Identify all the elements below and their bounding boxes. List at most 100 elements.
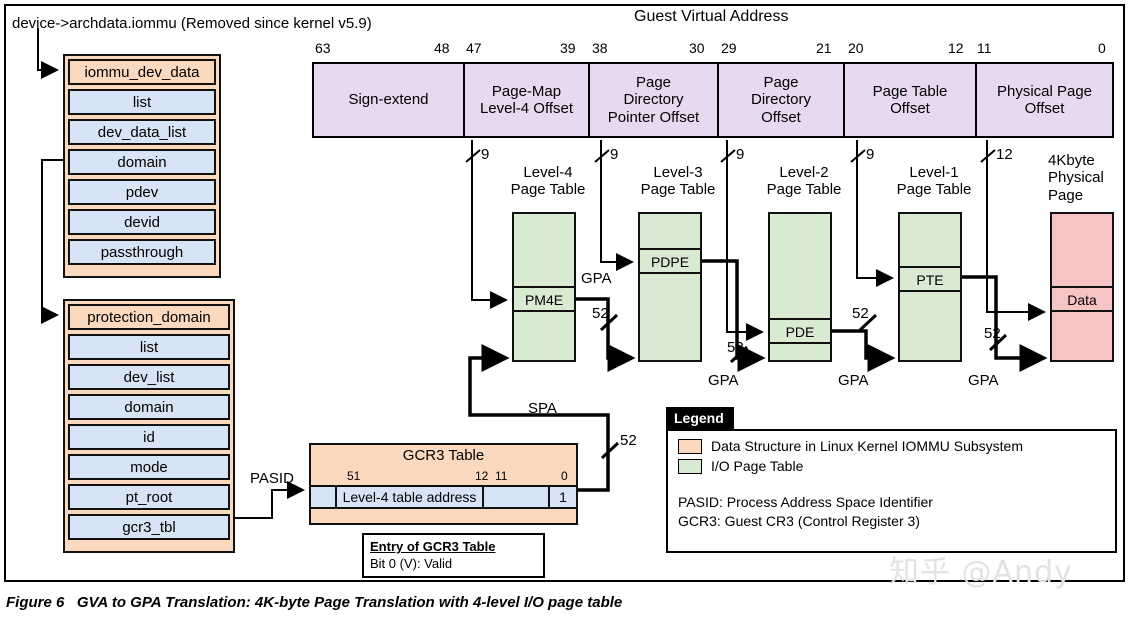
bus-label-spa: SPA: [528, 400, 557, 417]
struct-field-domain: domain: [68, 394, 230, 420]
gva-bit-63: 63: [315, 40, 331, 56]
pp-pad-top: [1052, 214, 1112, 286]
gcr3-title: GCR3 Table: [311, 445, 576, 469]
gcr3-entry-row: Level-4 table address 1: [311, 485, 576, 509]
legend-swatch-data-structure: [678, 439, 702, 454]
gva-bit-48: 48: [434, 40, 450, 56]
gva-bit-12: 12: [948, 40, 964, 56]
legend-tab-label: Legend: [666, 407, 734, 429]
pt-entry-pdpe: PDPE: [640, 248, 700, 274]
bus-label-gpa-2: GPA: [708, 372, 739, 389]
width-label-page: 12: [996, 146, 1013, 163]
struct-field-dev-data-list: dev_data_list: [68, 119, 216, 145]
gva-bit-20: 20: [848, 40, 864, 56]
watermark: 知乎 @Andy: [889, 555, 1073, 590]
gcr3-bit-0: 0: [561, 469, 568, 483]
legend-note-pasid: PASID: Process Address Space Identifier: [678, 494, 933, 510]
width-label-52-d: 52: [984, 325, 1001, 342]
gva-bit-11: 11: [977, 40, 992, 56]
legend-swatch-io-page-table: [678, 459, 702, 474]
legend-box: Data Structure in Linux Kernel IOMMU Sub…: [666, 429, 1117, 553]
gva-bitfield-bar: Sign-extend Page-Map Level-4 Offset Page…: [312, 62, 1114, 138]
struct-field-passthrough: passthrough: [68, 239, 216, 265]
pt-entry-pde: PDE: [770, 318, 830, 344]
struct-field-mode: mode: [68, 454, 230, 480]
pt-pad-top: [900, 214, 960, 266]
pp-entry-data: Data: [1052, 286, 1112, 312]
bus-label-gpa-3: GPA: [838, 372, 869, 389]
gcr3-seg-reserved-hi: [311, 487, 337, 507]
gcr3-entry-legend-box: Entry of GCR3 Table Bit 0 (V): Valid: [362, 533, 545, 578]
gcr3-table: GCR3 Table 51 12 11 0 Level-4 table addr…: [309, 443, 578, 525]
gcr3-bit-51: 51: [347, 469, 361, 483]
pt-pad-top: [640, 214, 700, 248]
pt-pad-top: [514, 214, 574, 286]
gva-field-pdp-offset: Page Directory Pointer Offset: [590, 64, 719, 136]
struct-field-gcr3-tbl: gcr3_tbl: [68, 514, 230, 540]
gva-bit-39: 39: [560, 40, 576, 56]
pt-entry-pm4e: PM4E: [514, 286, 574, 312]
gcr3-entry-line: Bit 0 (V): Valid: [370, 556, 453, 571]
gcr3-bit-12: 12: [475, 469, 489, 483]
pt-pad-top: [770, 214, 830, 318]
gva-bit-21: 21: [816, 40, 832, 56]
gva-bit-29: 29: [721, 40, 737, 56]
pt-entry-pte: PTE: [900, 266, 960, 292]
gva-field-pml4-offset: Page-Map Level-4 Offset: [465, 64, 590, 136]
archdata-iommu-note: device->archdata.iommu (Removed since ke…: [12, 15, 372, 32]
struct-field-id: id: [68, 424, 230, 450]
struct-iommu-dev-data: iommu_dev_data list dev_data_list domain…: [63, 54, 221, 278]
width-label-l1: 9: [866, 146, 875, 163]
page-table-title-l1: Level-1 Page Table: [896, 164, 972, 199]
width-label-l2: 9: [736, 146, 745, 163]
struct-field-devid: devid: [68, 209, 216, 235]
gva-bit-30: 30: [689, 40, 705, 56]
bus-label-gpa-4: GPA: [968, 372, 999, 389]
legend-tab-wrap: Legend: [666, 407, 734, 429]
legend-label-data-structure: Data Structure in Linux Kernel IOMMU Sub…: [711, 438, 1024, 454]
physical-page-title: 4Kbyte Physical Page: [1048, 152, 1104, 204]
struct-footer: [68, 265, 216, 273]
gva-field-sign-extend: Sign-extend: [314, 64, 465, 136]
gcr3-entry-heading: Entry of GCR3 Table: [370, 539, 496, 554]
width-label-l3: 9: [610, 146, 619, 163]
page-table-title-l4: Level-4 Page Table: [510, 164, 586, 199]
page-table-l2: PDE: [768, 212, 832, 362]
gcr3-seg-reserved-lo: [484, 487, 550, 507]
physical-page-box: Data: [1050, 212, 1114, 362]
gva-field-page-table-offset: Page Table Offset: [845, 64, 977, 136]
page-table-title-l2: Level-2 Page Table: [766, 164, 842, 199]
gcr3-bit-numbers: 51 12 11 0: [311, 469, 576, 485]
page-table-l3: PDPE: [638, 212, 702, 362]
struct-title: protection_domain: [68, 304, 230, 330]
page-table-title-l3: Level-3 Page Table: [640, 164, 716, 199]
struct-field-list: list: [68, 334, 230, 360]
gva-field-pd-offset: Page Directory Offset: [719, 64, 845, 136]
legend-item-io-page-table: I/O Page Table: [678, 457, 1107, 476]
bus-label-gpa-1: GPA: [581, 270, 612, 287]
gva-field-physical-page-offset: Physical Page Offset: [977, 64, 1112, 136]
page-table-l1: PTE: [898, 212, 962, 362]
struct-field-list: list: [68, 89, 216, 115]
gcr3-seg-valid-bit: 1: [550, 487, 576, 507]
legend-note-gcr3: GCR3: Guest CR3 (Control Register 3): [678, 513, 920, 529]
legend-item-data-structure: Data Structure in Linux Kernel IOMMU Sub…: [678, 437, 1107, 456]
struct-title: iommu_dev_data: [68, 59, 216, 85]
struct-field-pt-root: pt_root: [68, 484, 230, 510]
struct-protection-domain: protection_domain list dev_list domain i…: [63, 299, 235, 553]
gva-bit-38: 38: [592, 40, 608, 56]
width-label-52-e: 52: [620, 432, 637, 449]
gcr3-bit-11: 11: [495, 469, 508, 483]
gva-bit-0: 0: [1098, 40, 1106, 56]
gva-title: Guest Virtual Address: [634, 8, 789, 25]
width-label-52-b: 52: [727, 339, 744, 356]
struct-footer: [68, 540, 230, 548]
struct-field-pdev: pdev: [68, 179, 216, 205]
width-label-52-a: 52: [592, 305, 609, 322]
width-label-l4: 9: [481, 146, 490, 163]
figure-caption: Figure 6 GVA to GPA Translation: 4K-byte…: [6, 594, 623, 611]
legend-spacer: [678, 477, 1107, 493]
gcr3-seg-address: Level-4 table address: [337, 487, 484, 507]
page-table-l4: PM4E: [512, 212, 576, 362]
